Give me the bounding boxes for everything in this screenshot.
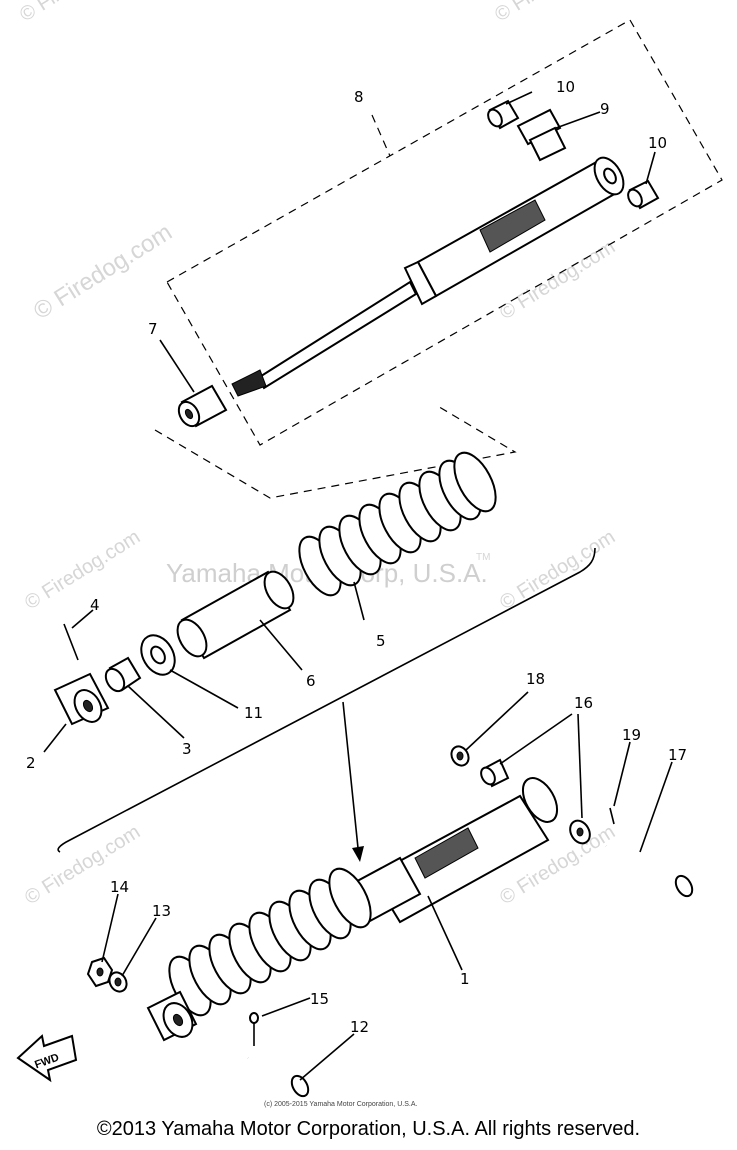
watermark-site: © Firedog.com	[496, 526, 619, 614]
watermark-site: © Firedog.com	[29, 219, 177, 325]
callout-1: 1	[460, 970, 470, 988]
lower-bolt	[247, 1012, 310, 1098]
callout-9: 9	[600, 100, 610, 118]
callout-5: 5	[376, 632, 386, 650]
lower-hardware-right	[450, 745, 694, 898]
callout-labels: 1 2 3 4 5 6 7 8 9 10 10 11 12 13 14 15 1…	[26, 78, 687, 1036]
cover-tube	[176, 570, 295, 660]
callout-7: 7	[148, 320, 158, 338]
callout-4: 4	[90, 596, 100, 614]
parts-diagram: © Firedog.com © Firedog.com © Firedog.co…	[16, 0, 723, 1108]
callout-18: 18	[526, 670, 545, 688]
callout-11: 11	[244, 704, 263, 722]
assembly-arrow	[342, 701, 359, 849]
coil-spring	[298, 451, 497, 597]
watermark-site: © Firedog.com	[491, 0, 614, 26]
lower-hardware-left	[86, 956, 128, 993]
callout-6: 6	[306, 672, 316, 690]
callout-17: 17	[668, 746, 687, 764]
leader-lines	[43, 91, 673, 1081]
fine-print: (c) 2005-2015 Yamaha Motor Corporation, …	[264, 1101, 417, 1108]
group-bracket	[57, 547, 596, 853]
callout-15: 15	[310, 990, 329, 1008]
callout-14: 14	[110, 878, 129, 896]
bushings-top	[487, 99, 660, 210]
watermark-tm: TM	[476, 552, 490, 563]
callout-12: 12	[350, 1018, 369, 1036]
assembly-outline	[166, 19, 723, 446]
assembly-arrowhead	[352, 846, 364, 862]
callout-19: 19	[622, 726, 641, 744]
copyright-notice: ©2013 Yamaha Motor Corporation, U.S.A. A…	[96, 1118, 641, 1140]
callout-2: 2	[26, 754, 36, 772]
callout-13: 13	[152, 902, 171, 920]
fwd-arrow-icon: FWD	[16, 1034, 78, 1083]
lower-mount	[53, 623, 110, 726]
callout-3: 3	[182, 740, 192, 758]
callout-16: 16	[574, 694, 593, 712]
callout-10: 10	[556, 78, 575, 96]
shock-absorber-assembled	[146, 777, 559, 1042]
callout-10: 10	[648, 134, 667, 152]
washer	[140, 634, 176, 676]
watermark-site: © Firedog.com	[21, 526, 144, 614]
watermark-site: © Firedog.com	[16, 0, 139, 26]
assembly-leader	[371, 114, 391, 157]
spring-outline	[154, 404, 517, 499]
shock-absorber-upper	[231, 156, 625, 397]
bump-stop	[177, 384, 228, 428]
callout-8: 8	[354, 88, 364, 106]
collar	[104, 656, 142, 693]
